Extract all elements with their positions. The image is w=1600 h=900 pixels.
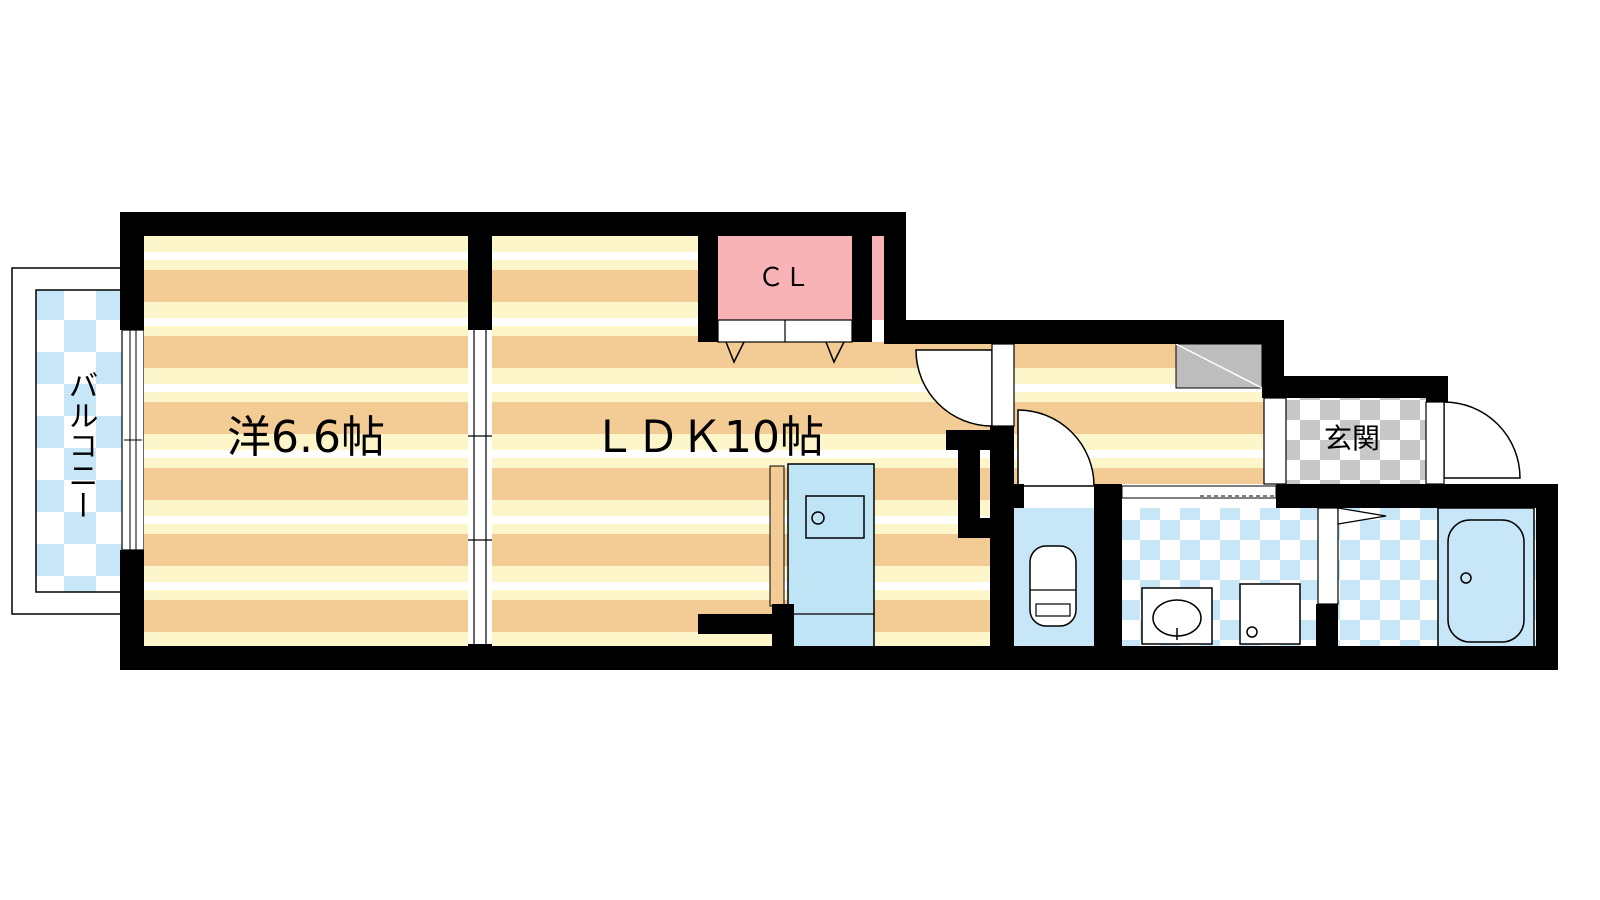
closet [717,236,884,364]
kitchen-counter [769,463,875,649]
entrance-step [1263,397,1287,485]
balcony-window [121,329,145,551]
ldk-floor [492,236,698,648]
entrance-label: 玄関 [1324,422,1380,455]
sliding-door-partition [468,330,492,646]
toilet-room [1014,508,1100,648]
door-entrance [1425,401,1521,485]
walls [120,212,1558,670]
door-ldk-hallway [915,343,1015,427]
closet-label: ＣＬ [758,263,810,293]
washroom [1122,508,1318,648]
ldk-label: ＬＤＫ10帖 [592,412,824,463]
western-room-floor [144,236,468,648]
balcony-label: バルコニー [63,370,98,520]
western-room-label: 洋6.6帖 [227,412,385,463]
entrance-floor [1286,398,1426,484]
bathroom [1338,507,1538,649]
balcony [11,267,125,615]
door-toilet [1017,409,1095,487]
